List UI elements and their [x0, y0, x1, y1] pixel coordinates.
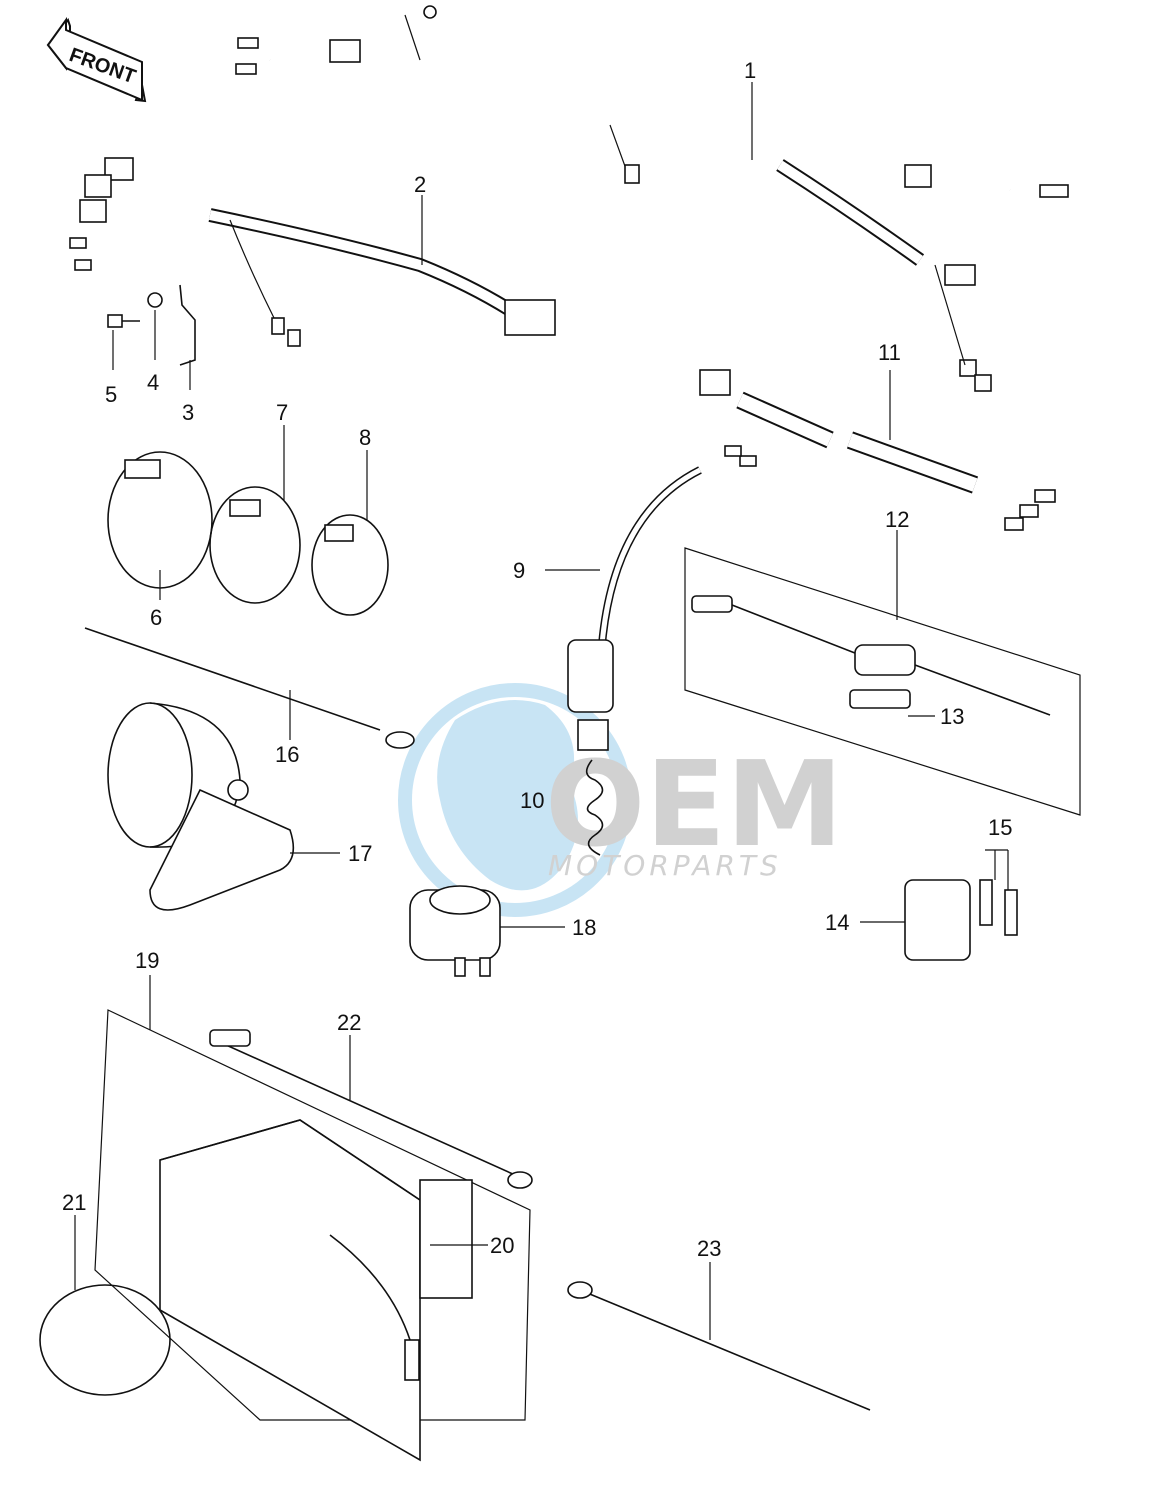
callout-8: 8 [359, 425, 371, 450]
callout-7: 7 [276, 400, 288, 425]
callout-leaders [74, 82, 1009, 1340]
watermark-logo: OEM MOTORPARTS [398, 683, 843, 917]
callout-1: 1 [744, 58, 756, 83]
callout-14: 14 [825, 910, 849, 935]
callout-9: 9 [513, 558, 525, 583]
callout-22: 22 [337, 1010, 361, 1035]
front-arrow: FRONT [46, 16, 147, 103]
callout-21: 21 [62, 1190, 86, 1215]
callout-18: 18 [572, 915, 596, 940]
fuse-holder-kit [684, 547, 1081, 816]
small-hardware [107, 284, 196, 366]
callout-17: 17 [348, 841, 372, 866]
sub-wiring-harness [69, 157, 556, 347]
callout-23: 23 [697, 1236, 721, 1261]
callout-12: 12 [885, 507, 909, 532]
lead-wire-11 [699, 369, 1056, 531]
callout-6: 6 [150, 605, 162, 630]
callout-19: 19 [135, 948, 159, 973]
callout-10: 10 [520, 788, 544, 813]
callout-15: 15 [988, 815, 1012, 840]
callout-labels: 1 2 3 4 5 6 7 8 9 10 11 12 13 14 15 16 1… [62, 58, 1012, 1261]
lead-wire-16 [84, 627, 415, 749]
band-clamps [107, 451, 389, 616]
watermark-sub: MOTORPARTS [548, 849, 782, 882]
watermark-brand: OEM [545, 735, 843, 873]
callout-20: 20 [490, 1233, 514, 1258]
turn-signal-relay [409, 885, 501, 977]
main-wiring-harness [235, 5, 1069, 392]
callout-13: 13 [940, 704, 964, 729]
callout-2: 2 [414, 172, 426, 197]
battery-kit [39, 1009, 871, 1462]
callout-16: 16 [275, 742, 299, 767]
callout-11: 11 [878, 340, 901, 365]
callout-4: 4 [147, 370, 159, 395]
fuse-case [904, 879, 1018, 961]
switch-assembly [567, 445, 757, 856]
callout-5: 5 [105, 382, 117, 407]
callout-3: 3 [182, 400, 194, 425]
horn [107, 702, 295, 911]
